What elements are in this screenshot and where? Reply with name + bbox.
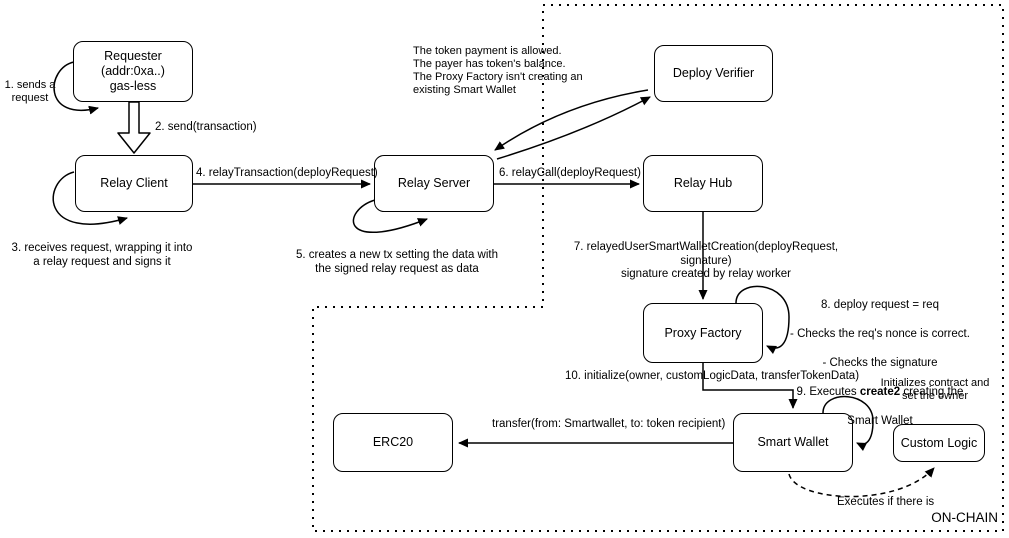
label-step2: 2. send(transaction) (155, 121, 257, 133)
node-erc20: ERC20 (333, 413, 453, 472)
label-step5: 5. creates a new tx setting the data wit… (295, 249, 498, 275)
create2-bold: create2 (859, 385, 901, 398)
label-step9-line2: Smart Wallet (847, 414, 913, 427)
node-smart-wallet: Smart Wallet (733, 413, 853, 472)
node-custom-logic: Custom Logic (893, 424, 985, 462)
onchain-boundary (312, 4, 1004, 532)
arrow-send-transaction (117, 101, 151, 154)
label-step1: 1. sends a request (4, 79, 56, 104)
label-onchain: ON-CHAIN (931, 510, 998, 525)
label-step9-line1: 9. Executes create2 creating the (796, 385, 964, 398)
arrow-proxy-factory-loop (735, 285, 790, 355)
label-step8-line1: 8. deploy request = req (821, 298, 939, 311)
node-deploy-verifier: Deploy Verifier (654, 45, 773, 102)
arrow-executes-custom-logic (788, 467, 935, 498)
label-verifier-note: The token payment is allowed. The payer … (413, 45, 583, 96)
label-step8-9: 8. deploy request = req - Checks the req… (766, 283, 994, 443)
label-step10: 10. initialize(owner, customLogicData, t… (565, 370, 860, 382)
arrow-initialize (702, 363, 798, 409)
arrow-receives-request (52, 171, 128, 225)
label-executes-note: Executes if there is (837, 496, 935, 508)
label-transfer: transfer(from: Smartwallet, to: token re… (492, 418, 726, 430)
label-step8-line2: - Checks the req's nonce is correct. (790, 327, 970, 340)
label-step4: 4. relayTransaction(deployRequest) (196, 167, 378, 179)
label-step8-line3: - Checks the signature (822, 356, 938, 369)
label-step7: 7. relayedUserSmartWalletCreation(deploy… (573, 241, 839, 280)
label-step3: 3. receives request, wrapping it into a … (11, 242, 193, 268)
arrow-from-deploy-verifier (494, 89, 649, 151)
label-step6: 6. relayCall(deployRequest) (499, 167, 641, 179)
arrow-smart-wallet-loop (822, 395, 874, 452)
label-init-note: Initializes contract and set the owner (880, 377, 990, 402)
node-relay-server: Relay Server (374, 155, 494, 212)
node-proxy-factory: Proxy Factory (643, 303, 763, 363)
arrow-to-deploy-verifier (496, 96, 651, 160)
arrow-creates-new-tx (352, 199, 428, 234)
arrow-sends-request (53, 61, 99, 115)
node-requester: Requester (addr:0xa..) gas-less (73, 41, 193, 102)
node-relay-client: Relay Client (75, 155, 193, 212)
node-relay-hub: Relay Hub (643, 155, 763, 212)
